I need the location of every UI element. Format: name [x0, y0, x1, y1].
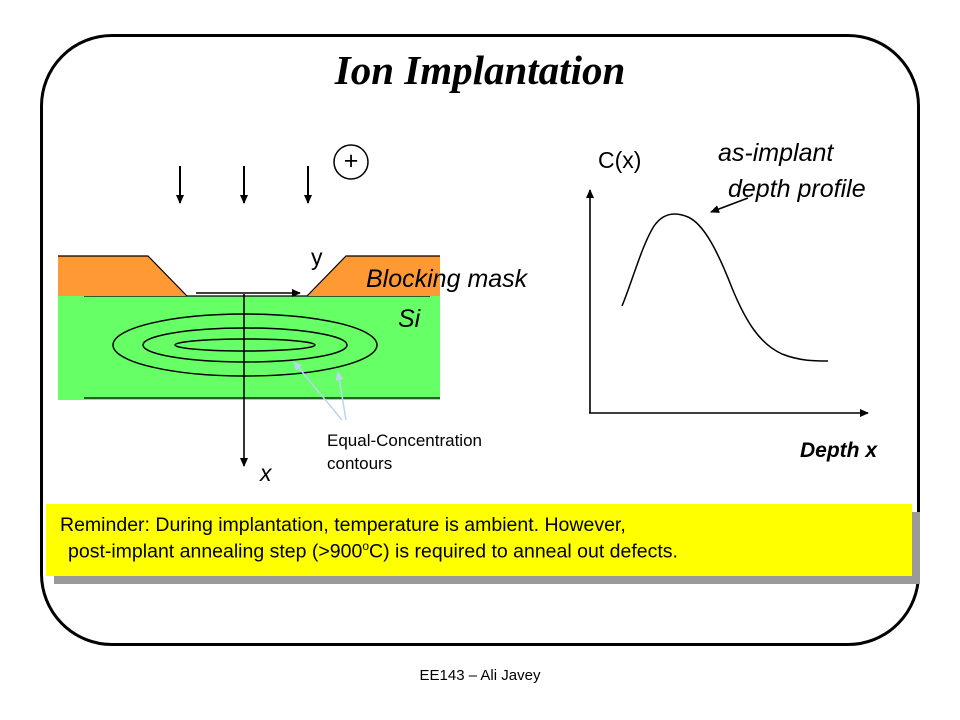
profile-annotation: as-implant depth profile: [718, 135, 938, 208]
ion-circle-icon: [333, 144, 369, 180]
si-label: Si: [398, 305, 421, 333]
slide-frame: [40, 34, 920, 646]
si-substrate: [58, 296, 440, 400]
y-axis-label: y: [311, 244, 323, 270]
mask-right: [307, 256, 440, 296]
mask-left: [58, 256, 187, 296]
note-line-2-end: C) is required to anneal out defects.: [369, 540, 678, 563]
plot-x-label: Depth x: [800, 439, 878, 462]
contour-pointer-2: [335, 371, 347, 421]
contour-label-line2: contours: [327, 453, 393, 473]
note-line-2-start: post-implant annealing step (>900: [68, 540, 363, 563]
profile-annotation-arrow: [710, 197, 749, 213]
note-line-1: Reminder: During implantation, temperatu…: [60, 514, 626, 536]
plot-y-label: C(x): [598, 147, 642, 173]
profile-annotation-line1: as-implant: [718, 139, 834, 167]
contour-pointer-1: [293, 361, 343, 421]
profile-annotation-line2: depth profile: [728, 175, 866, 204]
ion-symbol-label: +: [343, 147, 359, 175]
slide-footer: EE143 – Ali Javey: [419, 667, 541, 684]
contour-outer: [112, 313, 378, 377]
blocking-mask-label: Blocking mask: [366, 265, 528, 293]
mask-right-outline: [306, 255, 440, 297]
note-line-2: post-implant annealing step (>900oC) is …: [60, 539, 912, 565]
depth-profile-curve: [621, 213, 829, 362]
mask-left-outline: [58, 255, 188, 297]
contour-label: Equal-Concentration contours: [327, 430, 557, 476]
contour-middle: [142, 327, 348, 363]
degree-superscript: o: [362, 538, 370, 553]
slide-title: Ion Implantation: [334, 47, 626, 93]
ion-beam-arrows: [176, 166, 312, 204]
concentration-contours: [112, 313, 378, 377]
reminder-note: Reminder: During implantation, temperatu…: [46, 504, 912, 576]
contour-inner: [174, 338, 316, 352]
contour-label-line1: Equal-Concentration: [327, 431, 482, 450]
x-axis-label: x: [260, 460, 272, 486]
